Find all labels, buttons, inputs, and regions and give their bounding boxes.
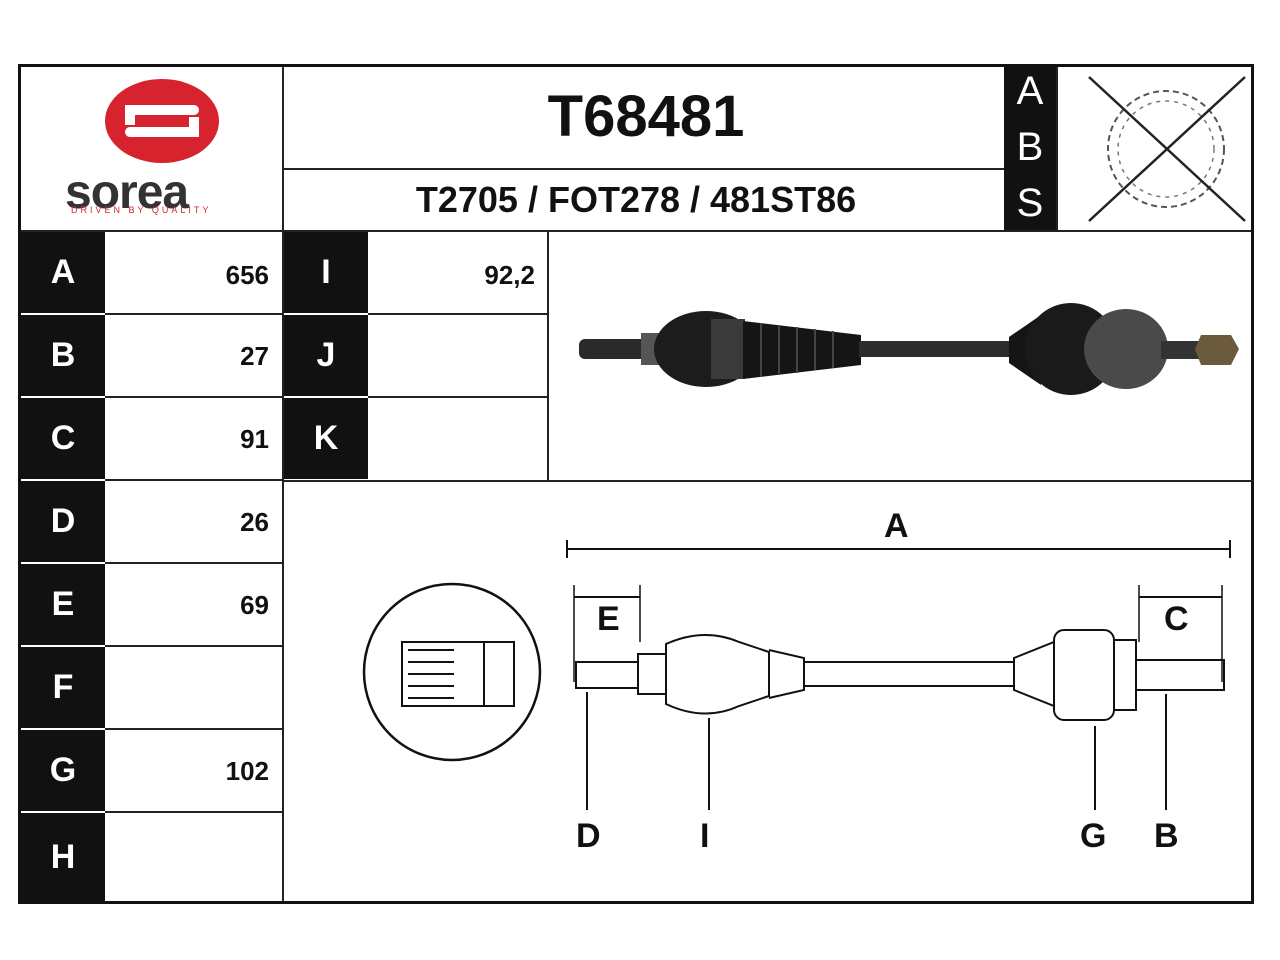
- dim-label-a: A: [21, 232, 105, 313]
- sorea-logo-mark: [105, 79, 219, 163]
- abs-letter-b: B: [1016, 125, 1044, 169]
- row-divider: [105, 645, 282, 647]
- dim-value-i: 92,2: [484, 260, 535, 290]
- divider: [284, 480, 1254, 482]
- driveshaft-photo: [579, 303, 1239, 395]
- abs-letter-a: A: [1016, 69, 1044, 113]
- dim-label-k: K: [284, 396, 368, 479]
- dim-label-c: C: [21, 396, 105, 479]
- dim-value-e: 69: [240, 590, 269, 620]
- brand-tagline: DRIVEN BY QUALITY: [71, 205, 212, 215]
- dim-label-j: J: [284, 313, 368, 396]
- technical-drawing: A E C D I G B: [362, 507, 1231, 855]
- dim-value-a: 656: [225, 260, 269, 290]
- abs-ring-crossed-icon: [1088, 76, 1246, 222]
- dim-label-d: D: [21, 479, 105, 562]
- divider: [282, 67, 284, 901]
- dim-label-a: A: [884, 507, 909, 545]
- row-divider: [368, 396, 547, 398]
- row-divider: [105, 811, 282, 813]
- dim-value-b: 27: [240, 341, 269, 371]
- logo-area: sorea DRIVEN BY QUALITY: [21, 67, 284, 230]
- row-divider: [105, 479, 282, 481]
- dim-value-d: 26: [240, 507, 269, 537]
- dim-label-h: H: [21, 811, 105, 901]
- divider: [547, 230, 549, 480]
- divider: [21, 230, 1251, 232]
- datasheet: sorea DRIVEN BY QUALITY T68481 T2705 / F…: [18, 64, 1254, 904]
- cross-references: T2705 / FOT278 / 481ST86: [415, 179, 857, 220]
- row-divider: [105, 728, 282, 730]
- dim-label-e: E: [597, 600, 620, 638]
- row-divider: [368, 313, 547, 315]
- dim-label-g: G: [1080, 817, 1106, 855]
- dim-label-d: D: [576, 817, 601, 855]
- dim-label-i: I: [284, 232, 368, 313]
- part-number: T68481: [547, 84, 745, 149]
- dim-label-b: B: [1154, 817, 1179, 855]
- dim-value-g: 102: [225, 756, 269, 786]
- dim-label-f: F: [21, 645, 105, 728]
- dim-label-i: I: [700, 817, 709, 855]
- row-divider: [105, 562, 282, 564]
- divider: [284, 168, 1004, 170]
- row-divider: [105, 396, 282, 398]
- abs-letter-s: S: [1016, 181, 1044, 225]
- divider: [1056, 67, 1058, 230]
- dim-label-c: C: [1164, 600, 1189, 638]
- dim-label-g: G: [21, 728, 105, 811]
- dim-value-c: 91: [240, 424, 269, 454]
- brand-wordmark: sorea: [65, 166, 189, 219]
- abs-column: [1004, 67, 1056, 230]
- dim-label-b: B: [21, 313, 105, 396]
- dim-label-e: E: [21, 562, 105, 645]
- row-divider: [105, 313, 282, 315]
